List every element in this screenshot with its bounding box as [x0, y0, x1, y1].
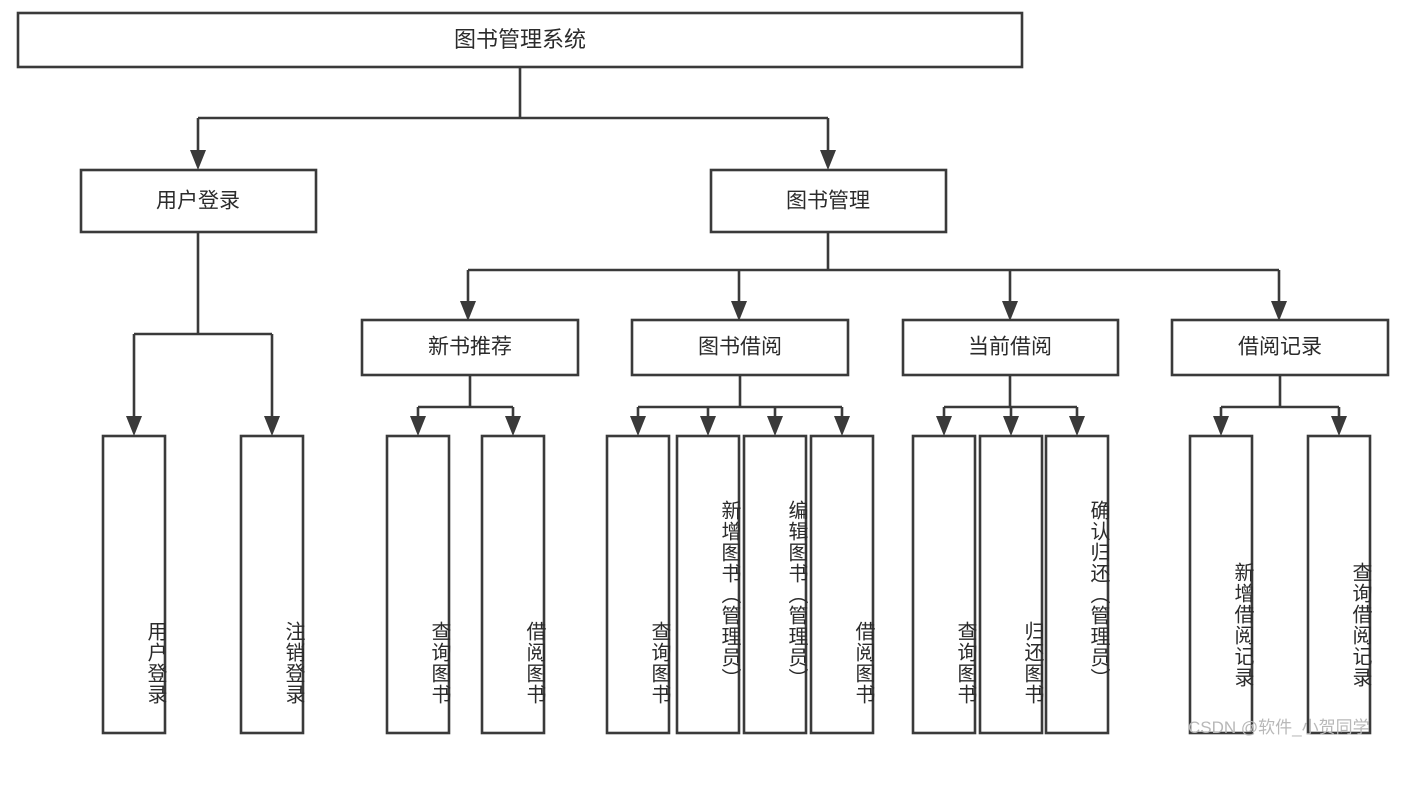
node-box-borrow-record[interactable]	[1170, 318, 1390, 377]
arrow-head-leaf-borrow-book-1	[505, 416, 521, 436]
node-label-root: 图书管理系统	[454, 27, 586, 52]
arrow-head-current-borrow	[1002, 301, 1018, 321]
node-box-book-borrow[interactable]	[630, 318, 850, 377]
connector-group-new-book-recommend	[410, 375, 521, 436]
node-box-root[interactable]	[16, 11, 1024, 69]
node-root[interactable]: 图书管理系统	[16, 11, 1024, 69]
arrow-head-leaf-add-record	[1213, 416, 1229, 436]
node-label-book-management: 图书管理	[786, 190, 870, 213]
node-box-book-management[interactable]	[709, 168, 948, 234]
node-box-leaf-return-book[interactable]	[978, 434, 1044, 735]
node-box-current-borrow[interactable]	[901, 318, 1120, 377]
node-book-management[interactable]: 图书管理	[709, 168, 948, 234]
arrow-head-leaf-logout-login	[264, 416, 280, 436]
node-box-user-login[interactable]	[79, 168, 318, 234]
arrow-head-user-login	[190, 150, 206, 170]
node-box-leaf-logout-login[interactable]	[239, 434, 305, 735]
node-new-book-recommend[interactable]: 新书推荐	[360, 318, 580, 377]
connector-group-book-management	[460, 232, 1287, 321]
node-label-current-borrow: 当前借阅	[968, 336, 1052, 359]
arrow-head-leaf-return-book	[1003, 416, 1019, 436]
arrow-head-leaf-query-record	[1331, 416, 1347, 436]
arrow-head-leaf-query-book-3	[936, 416, 952, 436]
connector-group-user-login	[126, 232, 280, 436]
org-chart-diagram: 图书管理系统 用户登录 图书管理 新书推荐 图书借阅 当前借阅 借阅记录	[16, 11, 1390, 737]
arrow-head-leaf-user-login	[126, 416, 142, 436]
connector-group-current-borrow	[936, 375, 1085, 436]
node-box-leaf-query-book-2[interactable]	[605, 434, 671, 735]
arrow-head-new-book-recommend	[460, 301, 476, 321]
arrow-head-book-management	[820, 150, 836, 170]
node-label-borrow-record: 借阅记录	[1238, 336, 1322, 359]
connector-group-root	[190, 67, 836, 170]
arrow-head-leaf-borrow-book-2	[834, 416, 850, 436]
arrow-head-leaf-edit-book	[767, 416, 783, 436]
node-box-new-book-recommend[interactable]	[360, 318, 580, 377]
node-box-leaf-query-record[interactable]	[1306, 434, 1372, 735]
node-box-leaf-add-record[interactable]	[1188, 434, 1254, 735]
node-box-leaf-user-login[interactable]	[101, 434, 167, 735]
arrow-head-leaf-add-book	[700, 416, 716, 436]
node-current-borrow[interactable]: 当前借阅	[901, 318, 1120, 377]
node-book-borrow[interactable]: 图书借阅	[630, 318, 850, 377]
node-borrow-record[interactable]: 借阅记录	[1170, 318, 1390, 377]
node-user-login[interactable]: 用户登录	[79, 168, 318, 234]
node-box-leaf-add-book[interactable]	[675, 434, 741, 735]
node-label-book-borrow: 图书借阅	[698, 336, 782, 359]
node-box-leaf-query-book-3[interactable]	[911, 434, 977, 735]
node-box-leaf-confirm-return[interactable]	[1044, 434, 1110, 735]
arrow-head-leaf-confirm-return	[1069, 416, 1085, 436]
node-label-new-book-recommend: 新书推荐	[428, 336, 512, 359]
watermark-label: CSDN @软件_小贺同学	[1188, 718, 1370, 737]
node-label-user-login: 用户登录	[156, 190, 240, 213]
connector-group-borrow-record	[1213, 375, 1347, 436]
connector-group-book-borrow	[630, 375, 850, 436]
node-box-leaf-borrow-book-1[interactable]	[480, 434, 546, 735]
diagram-canvas: 图书管理系统 用户登录 图书管理 新书推荐 图书借阅 当前借阅 借阅记录	[16, 11, 1390, 735]
arrow-head-leaf-query-book-1	[410, 416, 426, 436]
node-box-leaf-edit-book[interactable]	[742, 434, 808, 735]
arrow-head-borrow-record	[1271, 301, 1287, 321]
arrow-head-leaf-query-book-2	[630, 416, 646, 436]
node-box-leaf-borrow-book-2[interactable]	[809, 434, 875, 735]
node-box-leaf-query-book-1[interactable]	[385, 434, 451, 735]
arrow-head-book-borrow	[731, 301, 747, 321]
